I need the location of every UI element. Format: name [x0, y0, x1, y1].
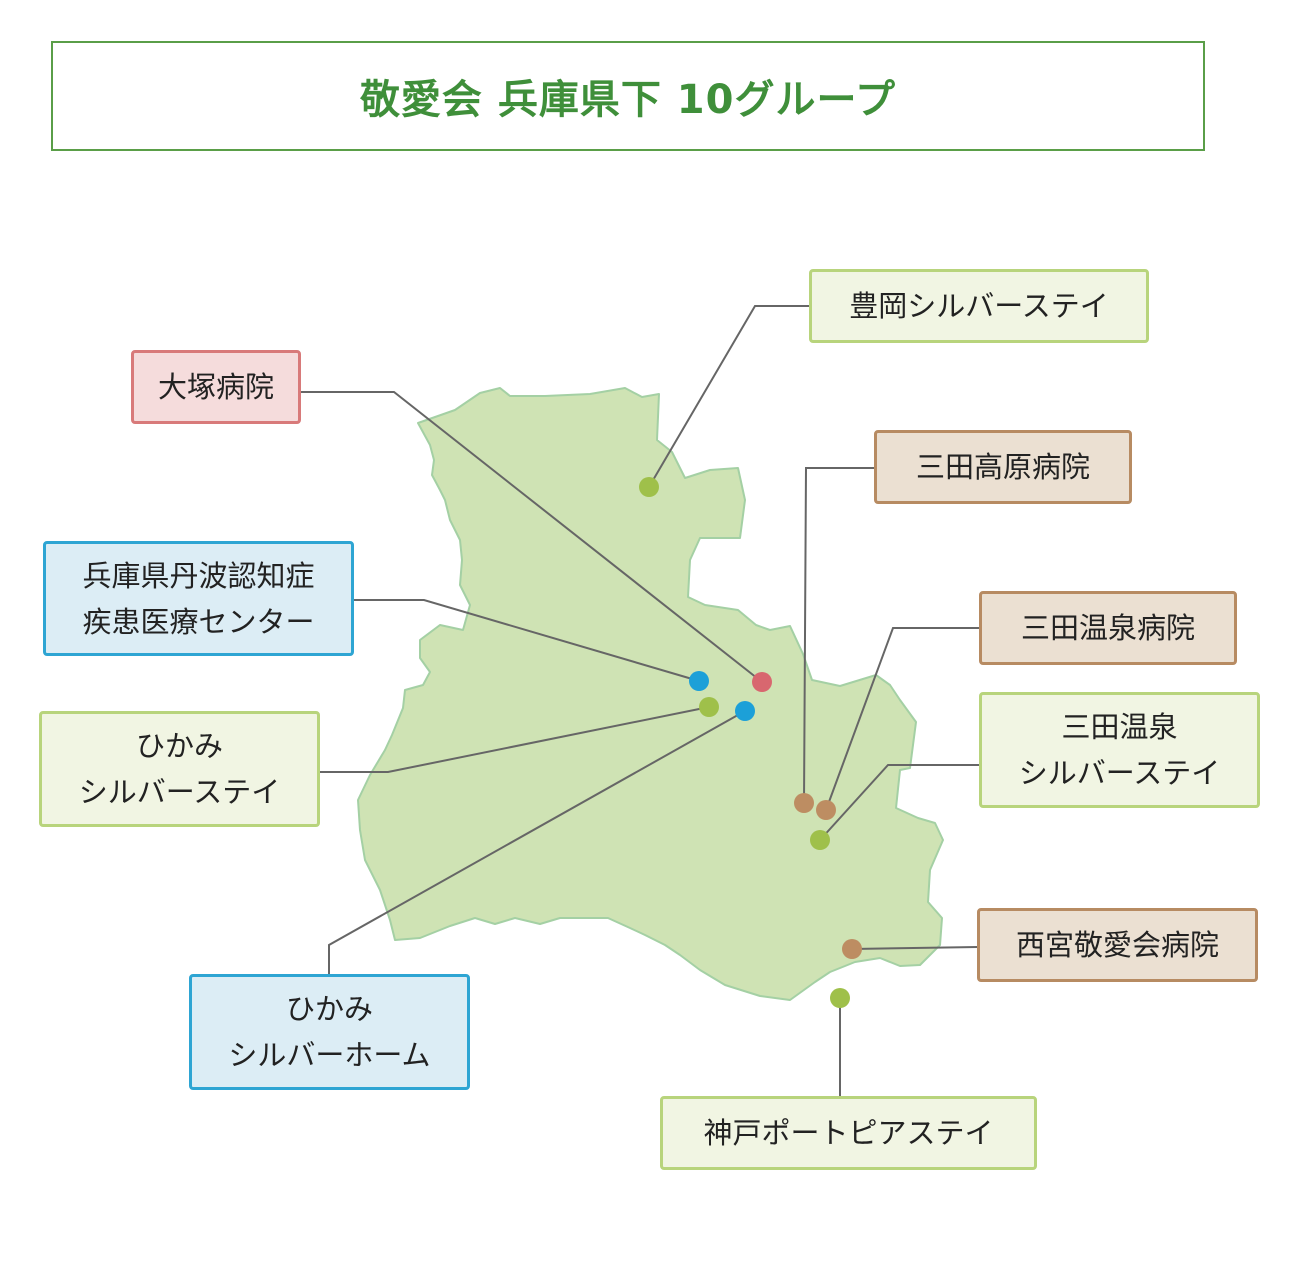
label-text-line-2: シルバーホーム [228, 1038, 431, 1072]
leader-line-nishinomiya [851, 946, 979, 950]
dot-hikami-silverhome[interactable] [735, 701, 755, 721]
label-toyooka[interactable]: 豊岡シルバーステイ [809, 269, 1149, 343]
label-tanba-ninchisho[interactable]: 兵庫県丹波認知症 疾患医療センター [43, 541, 354, 656]
leader-line-tanba [353, 599, 700, 682]
title-box: 敬愛会 兵庫県下 10グループ [51, 41, 1205, 151]
label-text: 三田高原病院 [915, 450, 1090, 484]
dot-otsuka[interactable] [752, 672, 772, 692]
dot-kobe-portopia[interactable] [830, 988, 850, 1008]
label-otsuka[interactable]: 大塚病院 [131, 350, 301, 424]
dot-sanda-kogen[interactable] [794, 793, 814, 813]
label-text: 三田温泉病院 [1020, 611, 1195, 645]
page-title: 敬愛会 兵庫県下 10グループ [359, 77, 897, 123]
label-sanda-onsen-silverstay[interactable]: 三田温泉 シルバーステイ [979, 692, 1260, 808]
dot-hikami-silverstay[interactable] [699, 697, 719, 717]
label-text: 豊岡シルバーステイ [849, 289, 1109, 323]
label-text-line-1: ひかみ [135, 729, 223, 763]
leader-line-otsuka [301, 391, 763, 683]
label-sanda-kogen[interactable]: 三田高原病院 [874, 430, 1132, 504]
label-kobe-portopia[interactable]: 神戸ポートピアステイ [660, 1096, 1037, 1170]
label-sanda-onsen-hospital[interactable]: 三田温泉病院 [979, 591, 1237, 665]
label-hikami-silverhome[interactable]: ひかみ シルバーホーム [189, 974, 470, 1090]
label-text: 神戸ポートピアステイ [703, 1116, 994, 1150]
label-text: 大塚病院 [157, 370, 274, 404]
leader-line-sanda-kogen [803, 467, 876, 804]
leader-line-sanda-onsen-silverstay [819, 764, 980, 841]
label-text-line-1: ひかみ [285, 992, 373, 1026]
label-text-line-2: シルバーステイ [78, 775, 281, 809]
leader-line-sanda-onsen-hospital [825, 627, 980, 811]
dot-tanba[interactable] [689, 671, 709, 691]
leader-line-toyooka [648, 305, 810, 488]
dot-toyooka[interactable] [639, 477, 659, 497]
dot-nishinomiya[interactable] [842, 939, 862, 959]
label-text-line-2: 疾患医療センター [82, 604, 315, 639]
leader-line-hikami-silverstay [318, 706, 710, 773]
label-text-line-1: 兵庫県丹波認知症 [82, 558, 315, 593]
label-hikami-silverstay[interactable]: ひかみ シルバーステイ [39, 711, 320, 827]
label-text-line-1: 三田温泉 [1061, 710, 1178, 744]
label-text: 西宮敬愛会病院 [1015, 928, 1219, 962]
leader-line-hikami-silverhome [328, 710, 746, 975]
label-nishinomiya[interactable]: 西宮敬愛会病院 [977, 908, 1258, 982]
label-text-line-2: シルバーステイ [1018, 756, 1221, 790]
dot-sanda-onsen-hospital[interactable] [816, 800, 836, 820]
dot-sanda-onsen-silverstay[interactable] [810, 830, 830, 850]
